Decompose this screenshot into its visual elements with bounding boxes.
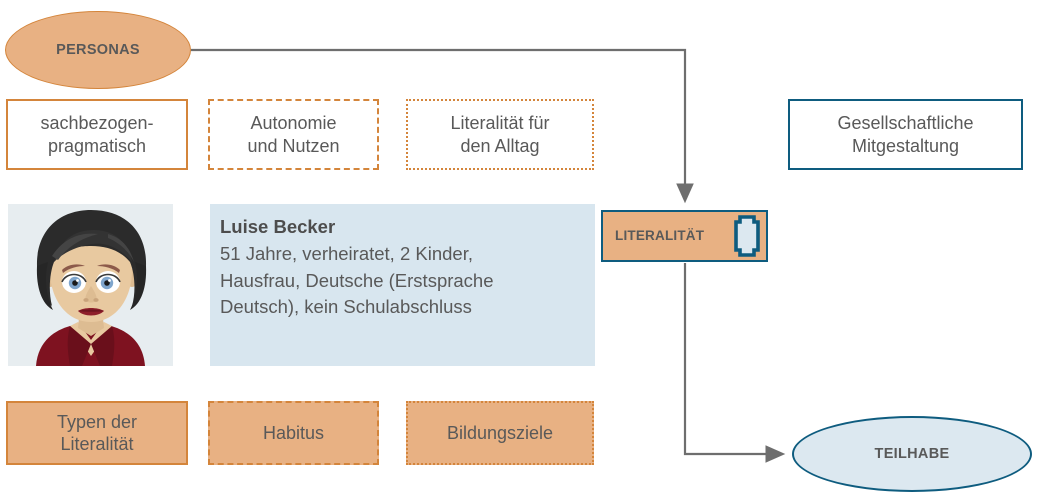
attribute-box-literalitaet-fuer-den-alltag[interactable]: Literalität für den Alltag (406, 99, 594, 170)
persona-name: Luise Becker (220, 216, 336, 237)
persona-info-panel: Luise Becker 51 Jahre, verheiratet, 2 Ki… (210, 204, 595, 366)
outcome-box-label: Gesellschaftliche Mitgestaltung (837, 113, 974, 156)
persona-details: 51 Jahre, verheiratet, 2 Kinder, Hausfra… (220, 242, 494, 318)
attribute-box-label: Bildungsziele (446, 422, 554, 443)
node-teilhabe-label: TEILHABE (874, 445, 950, 462)
attribute-box-label: Habitus (262, 422, 325, 443)
attribute-box-label: sachbezogen- pragmatisch (40, 113, 154, 156)
attribute-box-autonomie-und-nutzen[interactable]: Autonomie und Nutzen (208, 99, 379, 170)
node-teilhabe[interactable]: TEILHABE (792, 416, 1032, 492)
document-icon (734, 215, 760, 257)
attribute-box-label: Typen der Literalität (56, 411, 138, 455)
attribute-box-typen-der-literalitaet[interactable]: Typen der Literalität (6, 401, 188, 465)
node-literalitaet-label: LITERALITÄT (615, 227, 705, 243)
node-personas-label: PERSONAS (56, 41, 140, 58)
attribute-box-label: Literalität für den Alltag (450, 113, 550, 156)
connector-literalitaet-to-teilhabe (683, 263, 786, 463)
node-personas[interactable]: PERSONAS (5, 11, 191, 89)
attribute-box-bildungsziele[interactable]: Bildungsziele (406, 401, 594, 465)
node-literalitaet[interactable]: LITERALITÄT (601, 210, 768, 262)
attribute-box-habitus[interactable]: Habitus (208, 401, 379, 465)
attribute-box-label: Autonomie und Nutzen (247, 113, 340, 156)
woman-avatar-illustration (8, 204, 173, 366)
attribute-box-sachbezogen-pragmatisch[interactable]: sachbezogen- pragmatisch (6, 99, 188, 170)
outcome-box-gesellschaftliche-mitgestaltung[interactable]: Gesellschaftliche Mitgestaltung (788, 99, 1023, 170)
avatar (8, 204, 173, 366)
